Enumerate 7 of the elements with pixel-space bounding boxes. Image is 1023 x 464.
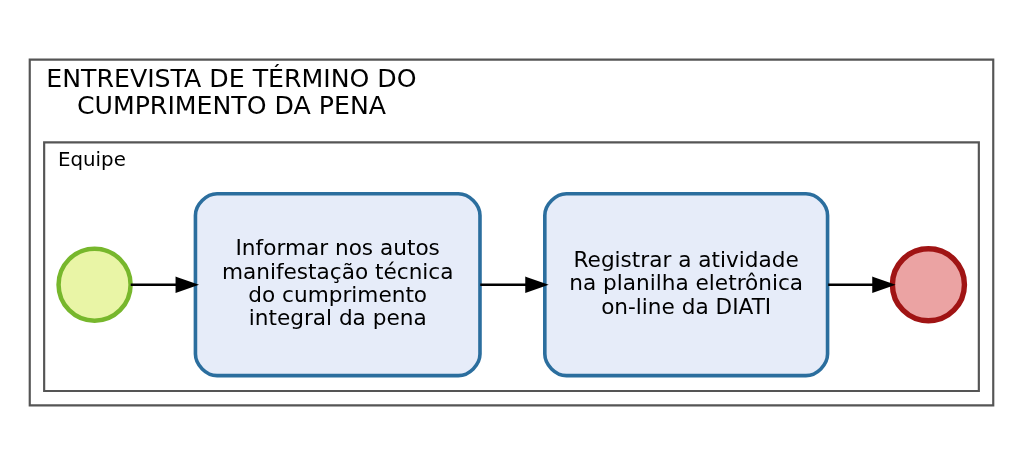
node-box: Informar nos autos manifestação técnica do cumprimento integral da pena xyxy=(193,191,482,377)
node-circle xyxy=(56,245,133,323)
arrow xyxy=(480,276,549,293)
arrow xyxy=(828,276,896,293)
node-box: Registrar a atividade na planilha eletrônica on-line da DIATI xyxy=(543,191,830,377)
node-circle xyxy=(889,245,968,323)
arrow xyxy=(130,276,199,293)
